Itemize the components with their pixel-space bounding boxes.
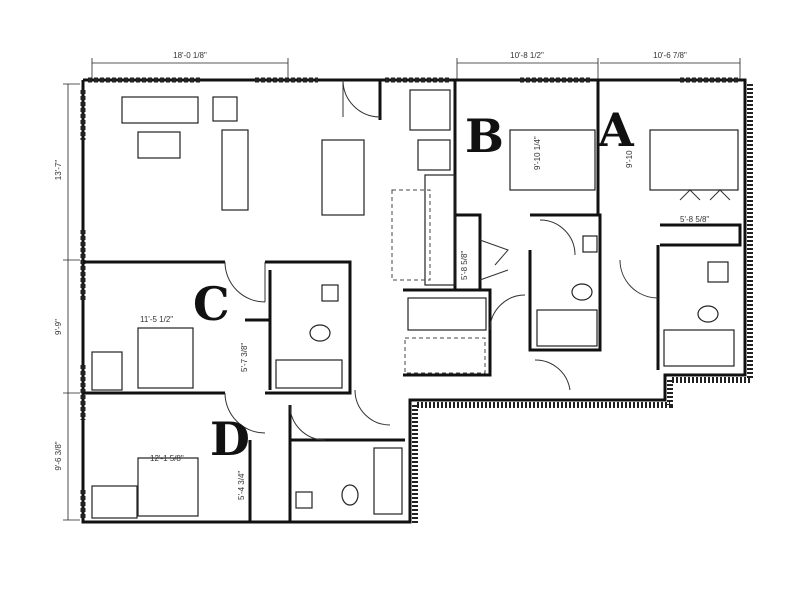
closet-outline <box>404 337 486 374</box>
dim-top-left: 18'-0 1/8" <box>173 51 207 60</box>
toilet-d <box>341 484 359 506</box>
dim-left-c: 9'-9" <box>54 319 63 335</box>
unit-label-a: A <box>597 103 635 157</box>
bed-c <box>137 327 194 389</box>
bathtub-d <box>373 447 403 515</box>
dimension-lines <box>63 58 741 521</box>
dim-c-bedroom: 11'-5 1/2" <box>140 315 173 324</box>
sofa <box>121 96 199 124</box>
unit-label-d: D <box>210 412 250 466</box>
exterior-walls <box>80 77 753 525</box>
dim-a-closet: 5'-8 5/8" <box>680 215 709 224</box>
bed-d <box>137 457 199 517</box>
toilet-a <box>697 305 719 323</box>
dim-c-closet: 5'-7 3/8" <box>240 343 249 372</box>
kitchen-counter <box>424 174 456 286</box>
dim-left-d: 9'-6 3/8" <box>54 441 63 470</box>
dim-left-living: 13'-7" <box>54 160 63 181</box>
dim-d-bedroom: 12'-1 5/8" <box>150 454 184 463</box>
cabinet-outline <box>391 189 431 281</box>
bathtub-b <box>536 309 598 347</box>
fridge <box>409 89 451 131</box>
washer-dryer <box>407 297 487 331</box>
tv-console <box>221 129 249 211</box>
bed-a <box>649 129 739 191</box>
dim-d-closet: 5'-4 3/4" <box>237 471 246 500</box>
toilet-b <box>571 283 593 301</box>
unit-label-c: C <box>193 277 230 331</box>
sink-a <box>707 261 729 283</box>
bed-b <box>509 129 596 191</box>
desk-d <box>91 485 138 519</box>
unit-label-b: B <box>465 109 504 163</box>
dim-top-a: 10'-6 7/8" <box>653 51 687 60</box>
toilet-c <box>309 324 331 342</box>
range <box>417 139 451 171</box>
bathtub-a <box>663 329 735 367</box>
sink-b <box>582 235 598 253</box>
dim-b-bedroom: 9'-10 1/4" <box>533 136 542 170</box>
desk-c <box>91 351 123 391</box>
dim-top-b: 10'-8 1/2" <box>510 51 544 60</box>
coffee-table <box>137 131 181 159</box>
kitchen-island <box>321 139 365 216</box>
bathtub-c <box>275 359 343 389</box>
dim-b-closet: 5'-8 5/8" <box>460 251 469 280</box>
dim-a-bedroom: 9'-10 <box>625 150 634 168</box>
furniture <box>91 89 739 519</box>
side-table <box>212 96 238 122</box>
sink-c <box>321 284 339 302</box>
sink-d <box>295 491 313 509</box>
